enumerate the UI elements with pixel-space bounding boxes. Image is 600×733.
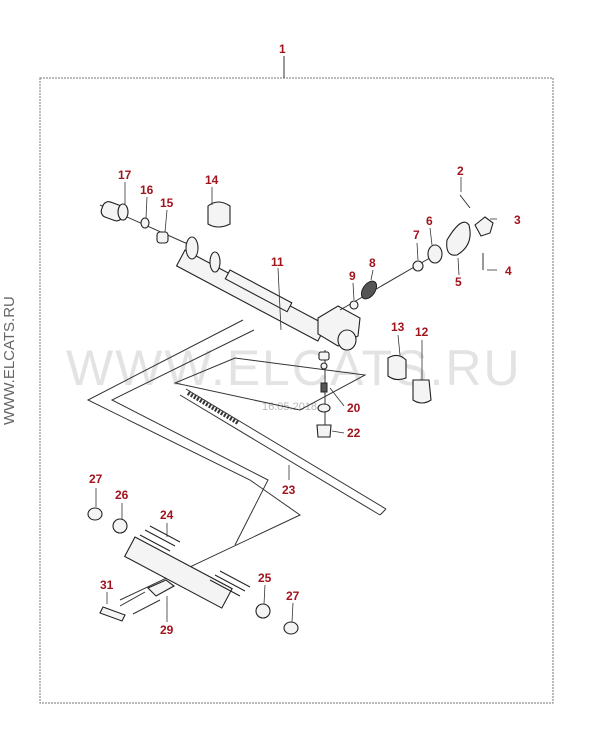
callout-14[interactable]: 14 <box>205 173 219 187</box>
callout-24[interactable]: 24 <box>160 508 174 522</box>
assembly-frame <box>39 77 554 704</box>
callout-29[interactable]: 29 <box>160 623 174 637</box>
callout-9[interactable]: 9 <box>349 269 356 283</box>
callout-22[interactable]: 22 <box>347 426 361 440</box>
part-31-plate <box>99 606 126 622</box>
outline-box <box>173 357 367 411</box>
date-stamp: 16.05.2018 <box>262 401 317 413</box>
part-12-cap <box>412 379 432 404</box>
callout-6[interactable]: 6 <box>426 214 433 228</box>
bolt <box>119 591 146 607</box>
part-15-bush <box>156 231 169 244</box>
rack-23 <box>179 394 381 516</box>
callout-11[interactable]: 11 <box>271 255 284 269</box>
pinion-8 <box>339 254 436 311</box>
part-27-seal-right <box>283 621 299 635</box>
callout-16[interactable]: 16 <box>140 183 154 197</box>
outline-left <box>86 319 301 601</box>
part-7-washer <box>412 260 424 272</box>
part-6-seal <box>427 244 443 264</box>
part-14-clamp <box>207 201 231 228</box>
bolt <box>132 599 161 615</box>
adjuster-parts <box>316 350 332 438</box>
callout-25[interactable]: 25 <box>258 571 272 585</box>
callout-8[interactable]: 8 <box>369 256 376 270</box>
callout-4[interactable]: 4 <box>505 264 512 278</box>
tube-24 <box>123 525 251 609</box>
outline-inner <box>110 329 269 546</box>
side-watermark: WWW.ELCATS.RU <box>1 296 18 425</box>
callout-13[interactable]: 13 <box>391 320 405 334</box>
callout-20[interactable]: 20 <box>347 401 361 415</box>
callout-2[interactable]: 2 <box>457 164 464 178</box>
rack-end <box>379 508 387 516</box>
leader-lines <box>95 177 497 623</box>
part-5-boot <box>446 221 471 256</box>
part-27-seal-left <box>87 507 103 521</box>
callout-17[interactable]: 17 <box>118 168 132 182</box>
callout-23[interactable]: 23 <box>282 483 296 497</box>
callout-12[interactable]: 12 <box>415 325 429 339</box>
rack-23-edge <box>185 388 387 510</box>
callout-27-right[interactable]: 27 <box>286 589 300 603</box>
part-25-bush <box>255 603 271 619</box>
part-29-plate <box>147 579 176 597</box>
callout-26[interactable]: 26 <box>115 488 129 502</box>
part-3-coupling <box>474 216 494 237</box>
callout-3[interactable]: 3 <box>514 213 521 227</box>
callout-5[interactable]: 5 <box>455 275 462 289</box>
callout-31[interactable]: 31 <box>100 578 114 592</box>
part-26-bush <box>112 518 128 534</box>
part-17-cap <box>100 201 129 222</box>
part-13-clamp <box>387 354 407 381</box>
callout-7[interactable]: 7 <box>413 228 420 242</box>
callout-1[interactable]: 1 <box>279 42 286 56</box>
housing-11 <box>99 204 361 351</box>
rack-teeth <box>186 391 240 425</box>
watermark: WWW.ELCATS.RU <box>66 340 522 396</box>
part-2-bolt <box>459 194 471 209</box>
part-16-ring <box>140 217 150 229</box>
callout-15[interactable]: 15 <box>160 196 174 210</box>
callout-27-left[interactable]: 27 <box>89 472 103 486</box>
